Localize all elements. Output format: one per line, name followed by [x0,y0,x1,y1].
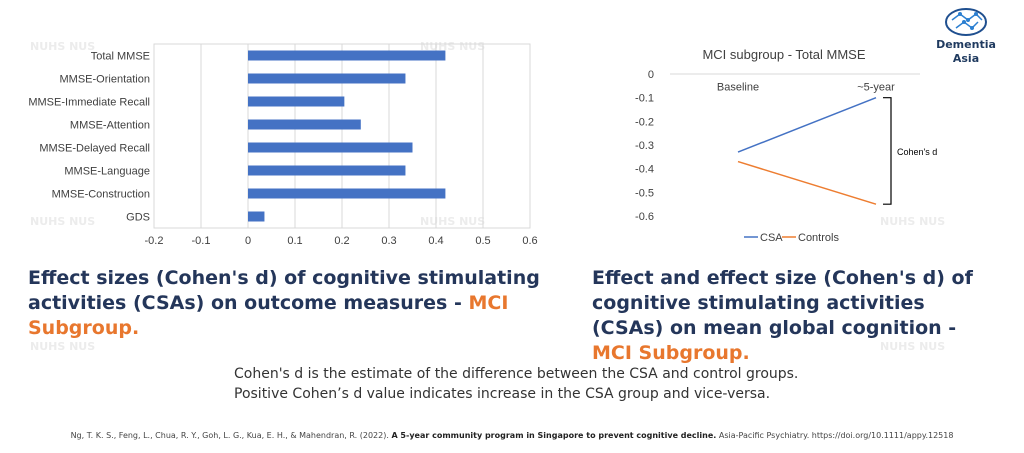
y-category-label: MMSE-Language [64,166,150,178]
y-tick-label: -0.2 [635,116,654,128]
effect-size-bar-chart: -0.2 -0.1 0 0.1 0.2 0.3 0.4 0.5 0.6 Total MMSE MMS… [28,43,538,247]
left-caption: Effect sizes (Cohen's d) of cognitive st… [28,266,568,341]
y-tick-label: -0.4 [635,164,654,176]
watermark-1: NUHS NUS [30,40,96,53]
reference-authors: Ng, T. K. S., Feng, L., Chua, R. Y., Goh… [70,431,389,440]
mmse-line-chart: MCI subgroup - Total MMSE 0 -0.1 -0.2 -0.3 -0… [635,47,940,244]
watermark-3: NUHS NUS [30,215,96,228]
cohens-d-annotation: Cohen's d = 0.415 [897,147,940,157]
x-tick-label: -0.2 [145,235,164,247]
note-line-2: Positive Cohen’s d value indicates incre… [234,386,771,402]
explanatory-note: Cohen's d is the estimate of the differe… [234,364,834,404]
y-tick-label: -0.3 [635,140,654,152]
y-category-label: MMSE-Construction [52,189,150,201]
chart-title: MCI subgroup - Total MMSE [702,47,865,62]
x-label-5-year: ~5-year [857,82,895,94]
series-line-csa [737,96,877,153]
bar [248,142,413,153]
bar [248,119,361,130]
watermark-6: NUHS NUS [30,340,96,353]
bar [248,96,345,107]
y-category-label: MMSE-Delayed Recall [39,143,150,155]
left-caption-accent: MCI Subgroup. [28,292,509,339]
brain-icon [945,8,987,36]
legend-label-controls: Controls [798,232,839,244]
bar [248,73,406,84]
x-tick-label: 0.6 [522,235,537,247]
bar [248,211,265,222]
y-category-label: MMSE-Immediate Recall [28,97,150,109]
x-tick-label: 0.3 [381,235,396,247]
y-tick-label: 0 [648,69,654,81]
x-tick-label: 0.2 [334,235,349,247]
cohens-d-bracket [883,97,892,205]
reference: Ng, T. K. S., Feng, L., Chua, R. Y., Goh… [0,431,1024,440]
right-caption-accent: MCI Subgroup. [592,342,750,364]
x-tick-label: 0.1 [287,235,302,247]
legend-label-csa: CSA [760,232,783,244]
x-tick-label: 0.5 [475,235,490,247]
watermark-7: NUHS NUS [880,340,946,353]
x-tick-label: 0.4 [428,235,443,247]
bar [248,50,446,61]
right-caption: Effect and effect size (Cohen's d) of co… [592,266,1002,366]
series-line-controls [737,160,877,205]
bar [248,165,406,176]
y-tick-label: -0.6 [635,211,654,223]
y-tick-label: -0.5 [635,187,654,199]
x-tick-label: -0.1 [192,235,211,247]
left-caption-main: Effect sizes (Cohen's d) of cognitive st… [28,267,540,314]
logo-line-1: Dementia [936,38,996,51]
bar [248,188,446,199]
reference-title: A 5-year community program in Singapore … [391,431,717,440]
watermark-5: NUHS NUS [880,215,946,228]
y-category-label: MMSE-Attention [70,120,150,132]
reference-source: Asia-Pacific Psychiatry. https://doi.org… [718,431,954,440]
note-line-1: Cohen's d is the estimate of the differe… [234,366,799,382]
y-category-label: MMSE-Orientation [60,74,150,86]
logo-line-2: Asia [952,52,980,65]
logo-text: Dementia Asia [926,38,1006,66]
y-tick-label: -0.1 [635,93,654,105]
y-category-label: GDS [126,212,150,224]
x-label-baseline: Baseline [717,82,759,94]
right-caption-main: Effect and effect size (Cohen's d) of co… [592,267,973,339]
x-tick-label: 0 [245,235,251,247]
y-category-label: Total MMSE [91,51,150,63]
